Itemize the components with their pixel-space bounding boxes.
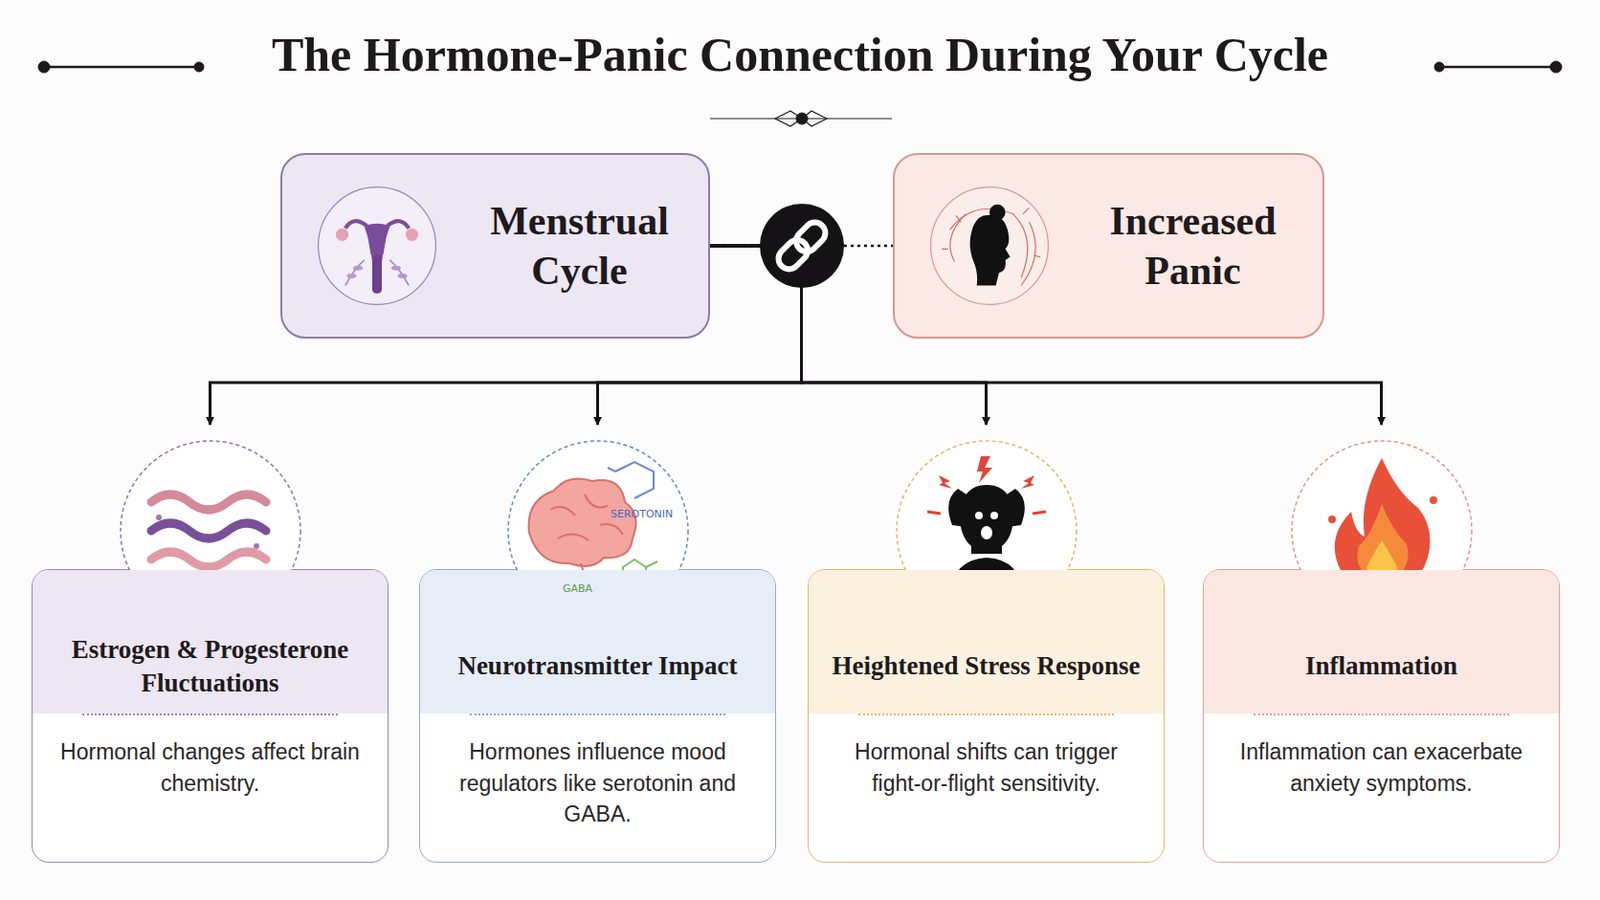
link-icon bbox=[759, 203, 845, 289]
factor-card: Estrogen & Progesterone FluctuationsHorm… bbox=[31, 425, 389, 864]
card-heading: Inflammation bbox=[1203, 570, 1559, 714]
factor-card: Heightened Stress ResponseHormonal shift… bbox=[807, 425, 1165, 864]
card-heading: Estrogen & Progesterone Fluctuations bbox=[32, 570, 388, 714]
factor-card: InflammationInflammation can exacerbate … bbox=[1202, 425, 1560, 864]
card-heading: Heightened Stress Response bbox=[808, 570, 1164, 714]
concept-label: Menstrual Cycle bbox=[464, 155, 695, 337]
card-divider bbox=[858, 713, 1114, 716]
card-body: Hormonal shifts can trigger fight-or-fli… bbox=[808, 715, 1164, 809]
factor-card: Neurotransmitter ImpactHormones influenc… bbox=[419, 425, 777, 864]
concept-box: Increased Panic bbox=[892, 153, 1325, 339]
card-body: Hormones influence mood regulators like … bbox=[420, 715, 776, 841]
card-divider bbox=[1253, 713, 1510, 716]
icon-label: GABA bbox=[562, 582, 593, 596]
card-frame: Estrogen & Progesterone FluctuationsHorm… bbox=[31, 569, 389, 864]
card-heading: Neurotransmitter Impact bbox=[420, 570, 776, 714]
concept-icon bbox=[910, 166, 1069, 326]
diagram-title: The Hormone-Panic Connection During Your… bbox=[0, 26, 1600, 83]
card-divider bbox=[82, 713, 338, 716]
concept-box: Menstrual Cycle bbox=[280, 153, 711, 339]
icon-label: SEROTONIN bbox=[610, 508, 673, 521]
concept-label: Increased Panic bbox=[1076, 155, 1310, 337]
card-divider bbox=[469, 713, 726, 716]
card-frame: InflammationInflammation can exacerbate … bbox=[1202, 569, 1560, 864]
card-frame: Neurotransmitter ImpactHormones influenc… bbox=[419, 569, 777, 864]
card-body: Hormonal changes affect brain chemistry. bbox=[32, 715, 388, 809]
concept-icon bbox=[297, 166, 457, 326]
card-frame: Heightened Stress ResponseHormonal shift… bbox=[807, 569, 1165, 864]
card-body: Inflammation can exacerbate anxiety symp… bbox=[1203, 715, 1559, 809]
